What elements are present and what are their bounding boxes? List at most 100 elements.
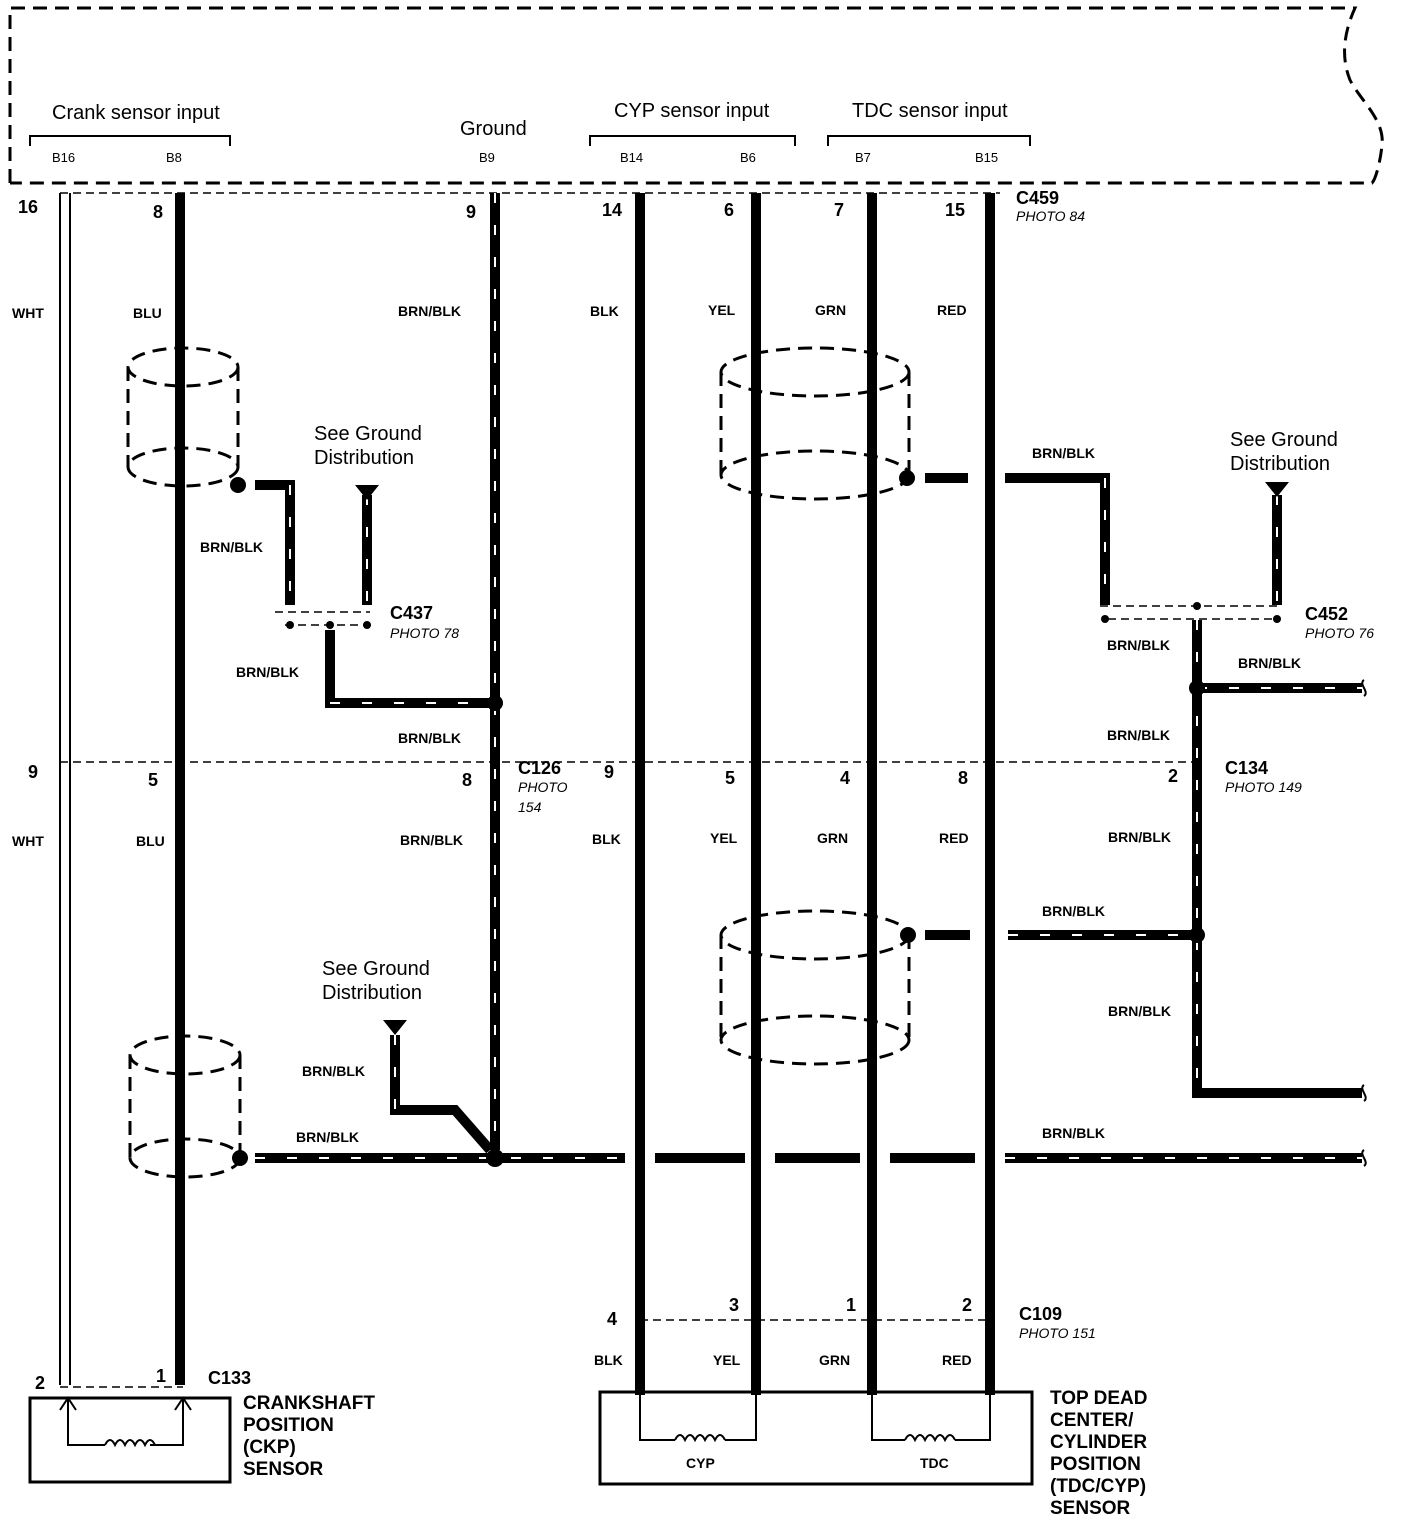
upper-color-brnblk: BRN/BLK xyxy=(398,303,461,319)
tdc-lower-shield xyxy=(719,909,911,1066)
tdc-sensor-input-label: TDC sensor input xyxy=(852,100,1008,122)
tdc-cyp-sensor-body xyxy=(598,1390,1034,1486)
ground-symbol xyxy=(355,482,1289,1035)
pin-b9: B9 xyxy=(479,150,495,165)
sensor-color-grn: GRN xyxy=(819,1352,850,1368)
c459-pin-16: 16 xyxy=(18,197,38,217)
right-bus-brnblk-label: BRN/BLK xyxy=(1042,1125,1105,1141)
tdc-sensor-label-line1: TOP DEAD xyxy=(1050,1388,1148,1409)
pin-b15: B15 xyxy=(975,150,998,165)
upper-color-yel: YEL xyxy=(708,302,736,318)
c459-pin-6: 6 xyxy=(724,200,734,220)
tdc-sensor-label-line2: CENTER/ xyxy=(1050,1410,1134,1431)
pin-b8: B8 xyxy=(166,150,182,165)
c109-pin-grn: 1 xyxy=(846,1295,856,1315)
ckp-sensor-label-line4: SENSOR xyxy=(243,1459,324,1480)
c126-pin: 8 xyxy=(462,770,472,790)
ckp-shield-brnblk-label: BRN/BLK xyxy=(296,1129,359,1145)
c459-pin-14: 14 xyxy=(602,200,622,220)
c109-pin-red: 2 xyxy=(962,1295,972,1315)
c133-pin-1: 1 xyxy=(156,1366,166,1386)
upper-color-wht: WHT xyxy=(12,305,44,321)
lower-color-brnblk: BRN/BLK xyxy=(400,832,463,848)
tdc-sensor-label-line5: (TDC/CYP) xyxy=(1050,1476,1146,1497)
ecm-enclosure xyxy=(8,6,1384,185)
c134-pin-grn: 4 xyxy=(840,768,850,788)
sensor-color-blk: BLK xyxy=(594,1352,623,1368)
tdc-lower-shield-brnblk-label: BRN/BLK xyxy=(1042,903,1105,919)
mid-pin-blu: 5 xyxy=(148,770,158,790)
lower-color-wht: WHT xyxy=(12,833,44,849)
c452-brnblk-label: BRN/BLK xyxy=(1107,637,1170,653)
c134-photo: PHOTO 149 xyxy=(1225,779,1302,795)
sensor-color-yel: YEL xyxy=(713,1352,741,1368)
wht-wire xyxy=(59,193,71,1385)
tdc-sensor-label-line6: SENSOR xyxy=(1050,1498,1131,1519)
c134-id: C134 xyxy=(1225,758,1268,778)
c459-pin-9: 9 xyxy=(466,202,476,222)
c126-id: C126 xyxy=(518,758,561,778)
c437-photo: PHOTO 78 xyxy=(390,625,459,641)
upper-color-blk: BLK xyxy=(590,303,619,319)
upper-color-blu: BLU xyxy=(133,305,162,321)
c134-pin-yel: 5 xyxy=(725,768,735,788)
c134-pin-gnd: 2 xyxy=(1168,766,1178,786)
c109-pin-blk: 4 xyxy=(607,1309,617,1329)
c437-lower-brnblk-label: BRN/BLK xyxy=(236,664,299,680)
lower-color-yel: YEL xyxy=(710,830,738,846)
c134-lower-brnblk-label: BRN/BLK xyxy=(1108,1003,1171,1019)
c109-photo: PHOTO 151 xyxy=(1019,1325,1096,1341)
pin-b7: B7 xyxy=(855,150,871,165)
tdc-upper-shield xyxy=(719,346,911,501)
ckp-sensor-label-line1: CRANKSHAFT xyxy=(243,1393,375,1414)
ground-group-label: Ground xyxy=(460,118,527,140)
c459-id: C459 xyxy=(1016,188,1059,208)
c459-pin-8: 8 xyxy=(153,202,163,222)
lower-color-gnd: BRN/BLK xyxy=(1108,829,1171,845)
cyp-sensor-input-label: CYP sensor input xyxy=(614,100,770,122)
wire-continuation-marks xyxy=(1361,679,1367,1167)
ground-note-c452-line2: Distribution xyxy=(1230,453,1330,475)
ground-note-c452-line1: See Ground xyxy=(1230,429,1338,451)
c437-brnblk-label: BRN/BLK xyxy=(200,539,263,555)
ckp-sensor-label-line2: POSITION xyxy=(243,1415,334,1436)
ckp-lower-shield xyxy=(128,1034,242,1179)
lower-color-grn: GRN xyxy=(817,830,848,846)
lower-color-red: RED xyxy=(939,830,969,846)
ckp-upper-shield xyxy=(126,346,240,488)
upper-color-red: RED xyxy=(937,302,967,318)
tdc-sensor-label-line4: POSITION xyxy=(1050,1454,1141,1475)
ecm-group-braces xyxy=(29,135,1031,146)
c133-pin-2: 2 xyxy=(35,1373,45,1393)
c134-pin-blk: 9 xyxy=(604,762,614,782)
c459-pin-7: 7 xyxy=(834,200,844,220)
ground-wires xyxy=(255,193,1362,1163)
mid-pin-wht: 9 xyxy=(28,762,38,782)
ckp-sensor-body xyxy=(28,1396,232,1484)
pin-b16: B16 xyxy=(52,150,75,165)
lower-color-blu: BLU xyxy=(136,833,165,849)
c126-upper-brnblk-label: BRN/BLK xyxy=(398,730,461,746)
crank-sensor-input-label: Crank sensor input xyxy=(52,102,220,124)
tdc-sensor-label-line3: CYLINDER xyxy=(1050,1432,1147,1453)
c134-upper-brnblk-label: BRN/BLK xyxy=(1107,727,1170,743)
lower-color-blk: BLK xyxy=(592,831,621,847)
c452-photo: PHOTO 76 xyxy=(1305,625,1374,641)
ground-note-c437-line1: See Ground xyxy=(314,423,422,445)
splice-dots xyxy=(230,470,1205,1167)
ckp-sensor-label-line3: (CKP) xyxy=(243,1437,296,1458)
c452-id: C452 xyxy=(1305,604,1348,624)
c459-pin-15: 15 xyxy=(945,200,965,220)
c134-pin-red: 8 xyxy=(958,768,968,788)
c109-id: C109 xyxy=(1019,1304,1062,1324)
c437-id: C437 xyxy=(390,603,433,623)
c109-pin-yel: 3 xyxy=(729,1295,739,1315)
tdc-shield-brnblk-label: BRN/BLK xyxy=(1032,445,1095,461)
ground-note-c437-line2: Distribution xyxy=(314,447,414,469)
upper-color-grn: GRN xyxy=(815,302,846,318)
sensor-color-red: RED xyxy=(942,1352,972,1368)
ground-note-lower-line1: See Ground xyxy=(322,958,430,980)
c459-photo: PHOTO 84 xyxy=(1016,208,1085,224)
c452-right-brnblk-label: BRN/BLK xyxy=(1238,655,1301,671)
